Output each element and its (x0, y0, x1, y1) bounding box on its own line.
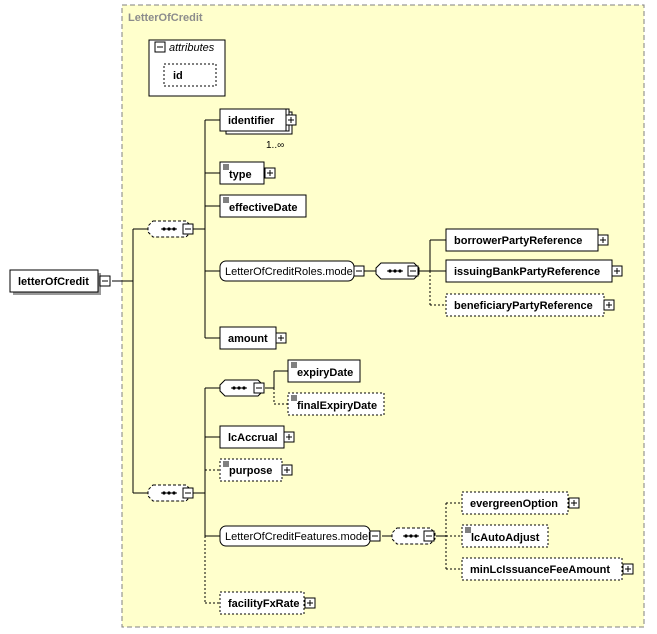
evergreen-option-expand-icon[interactable] (568, 497, 580, 509)
min-lc-fee-expand-icon[interactable] (622, 563, 634, 575)
element-facility-fx-rate[interactable] (219, 591, 305, 615)
roles-model-collapse-icon[interactable] (353, 265, 365, 277)
lc-auto-adjust-label: lcAutoAdjust (471, 532, 540, 544)
element-evergreen-option[interactable] (461, 491, 569, 515)
effective-date-label: effectiveDate (229, 202, 297, 214)
beneficiary-expand-icon[interactable] (603, 299, 615, 311)
element-lc-auto-adjust[interactable] (461, 524, 549, 548)
roles-sequence-collapse-icon[interactable] (407, 265, 419, 277)
borrower-party-reference-label: borrowerPartyReference (454, 235, 582, 247)
identifier-occurrence: 1..∞ (266, 140, 284, 151)
group-title: LetterOfCredit (128, 12, 203, 24)
connectors (112, 119, 446, 537)
identifier-label: identifier (228, 115, 275, 127)
optional-connectors (204, 271, 462, 604)
type-label: type (229, 169, 252, 181)
lc-accrual-label: lcAccrual (228, 432, 278, 444)
facility-fx-rate-expand-icon[interactable] (304, 597, 316, 609)
features-model-label: LetterOfCreditFeatures.model (225, 531, 371, 543)
element-min-lc-issuance-fee-amount[interactable] (461, 557, 623, 581)
sequence-1-collapse-icon[interactable] (182, 223, 194, 235)
element-final-expiry-date[interactable] (287, 392, 385, 416)
type-expand-icon[interactable] (264, 167, 276, 179)
min-lc-issuance-fee-amount-label: minLcIssuanceFeeAmount (470, 564, 610, 576)
features-model-collapse-icon[interactable] (369, 530, 381, 542)
sequence-2-collapse-icon[interactable] (182, 487, 194, 499)
root-element[interactable] (9, 269, 99, 293)
lc-accrual-expand-icon[interactable] (283, 431, 295, 443)
expiry-date-label: expiryDate (297, 367, 353, 379)
issuing-bank-party-reference-label: issuingBankPartyReference (454, 266, 600, 278)
attributes-title: attributes (169, 42, 215, 54)
root-collapse-icon[interactable] (99, 275, 111, 287)
evergreen-option-label: evergreenOption (470, 498, 558, 510)
amount-expand-icon[interactable] (275, 332, 287, 344)
identifier-expand-icon[interactable] (285, 114, 297, 126)
attribute-id: id (173, 70, 183, 82)
attribute-id-box[interactable] (163, 63, 217, 87)
expiry-sequence-collapse-icon[interactable] (253, 382, 265, 394)
issuing-bank-expand-icon[interactable] (611, 265, 623, 277)
borrower-expand-icon[interactable] (597, 234, 609, 246)
root-element-label: letterOfCredit (18, 276, 89, 288)
beneficiary-party-reference-label: beneficiaryPartyReference (454, 300, 593, 312)
features-sequence-collapse-icon[interactable] (423, 530, 435, 542)
element-effective-date[interactable] (219, 194, 307, 218)
element-type[interactable] (219, 161, 265, 185)
purpose-expand-icon[interactable] (281, 464, 293, 476)
roles-model-label: LetterOfCreditRoles.model (225, 266, 355, 278)
amount-label: amount (228, 333, 268, 345)
element-expiry-date[interactable] (287, 359, 361, 383)
final-expiry-date-label: finalExpiryDate (297, 400, 377, 412)
purpose-label: purpose (229, 465, 272, 477)
facility-fx-rate-label: facilityFxRate (228, 598, 300, 610)
